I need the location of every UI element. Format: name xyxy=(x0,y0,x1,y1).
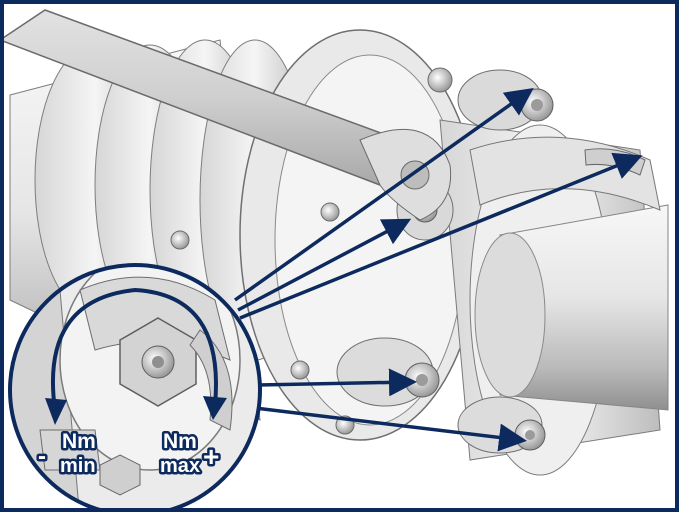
curved-double-arrow-icon xyxy=(50,287,218,411)
plus-sign: + xyxy=(203,441,219,472)
arrow-to-lower-bolt xyxy=(257,368,417,397)
minus-sign: - xyxy=(38,443,46,470)
arrow-to-top-bolt xyxy=(233,87,534,302)
arrow-to-bottom-bolt xyxy=(254,406,527,452)
rotation-arrow-head-right xyxy=(203,396,227,420)
pointer-arrows xyxy=(233,87,643,452)
min-label: min xyxy=(60,455,96,477)
arrow-to-center-bolt xyxy=(237,218,412,312)
max-label: max xyxy=(160,455,200,477)
zoom-circle-border xyxy=(8,263,262,512)
wrench xyxy=(0,9,452,221)
rotation-arrow-head-left xyxy=(45,398,67,425)
arrow-to-collar xyxy=(239,152,643,320)
min-unit-label: Nm xyxy=(62,430,96,453)
max-unit-label: Nm xyxy=(163,430,197,453)
